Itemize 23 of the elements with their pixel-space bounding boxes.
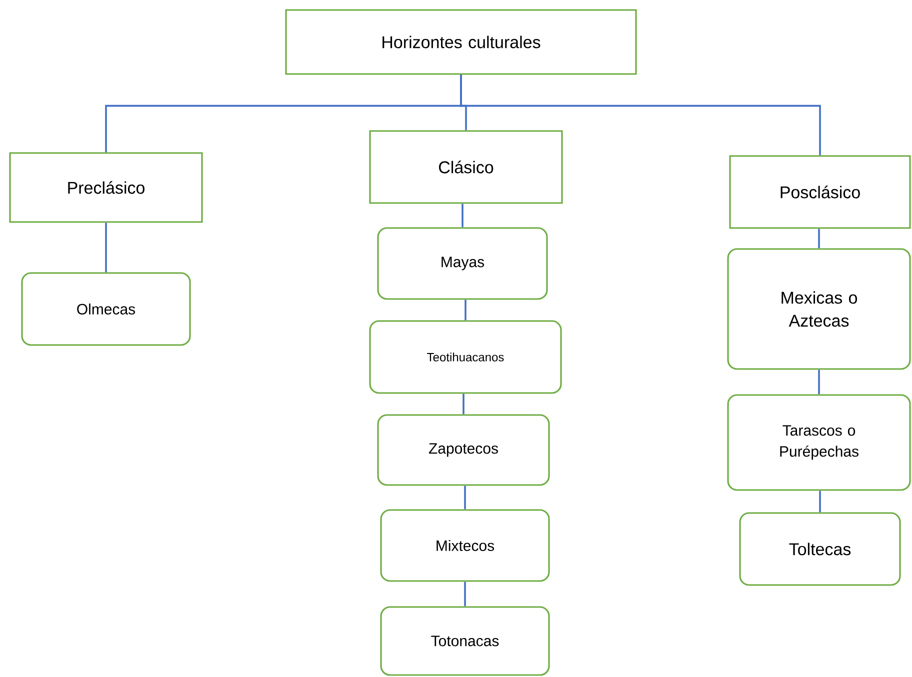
connector-line [460,74,821,156]
rounded-box: Mayas [377,227,548,300]
rounded-box: Zapotecos [377,414,550,486]
rounded-box: Olmecas [21,272,191,346]
rounded-box: Totonacas [380,606,550,676]
rounded-box: Toltecas [739,512,901,586]
rounded-box: Mexicas o Aztecas [727,248,911,370]
rounded-box: Tarascos o Purépechas [727,394,911,491]
connector-line [464,486,466,510]
connector-line [819,490,821,512]
connector-line [818,370,820,394]
connector-line [464,582,466,606]
category-box: Clásico [369,130,563,204]
rounded-box: Teotihuacanos [369,320,562,394]
connector-line [818,228,820,248]
category-box: Posclásico [729,155,911,229]
category-box: Preclásico [9,152,203,223]
rounded-box: Mixtecos [380,509,550,582]
connector-line [464,300,466,320]
connector-line [462,394,464,414]
category-box: Horizontes culturales [285,9,637,75]
connector-line [105,222,107,272]
connector-line [462,204,464,228]
